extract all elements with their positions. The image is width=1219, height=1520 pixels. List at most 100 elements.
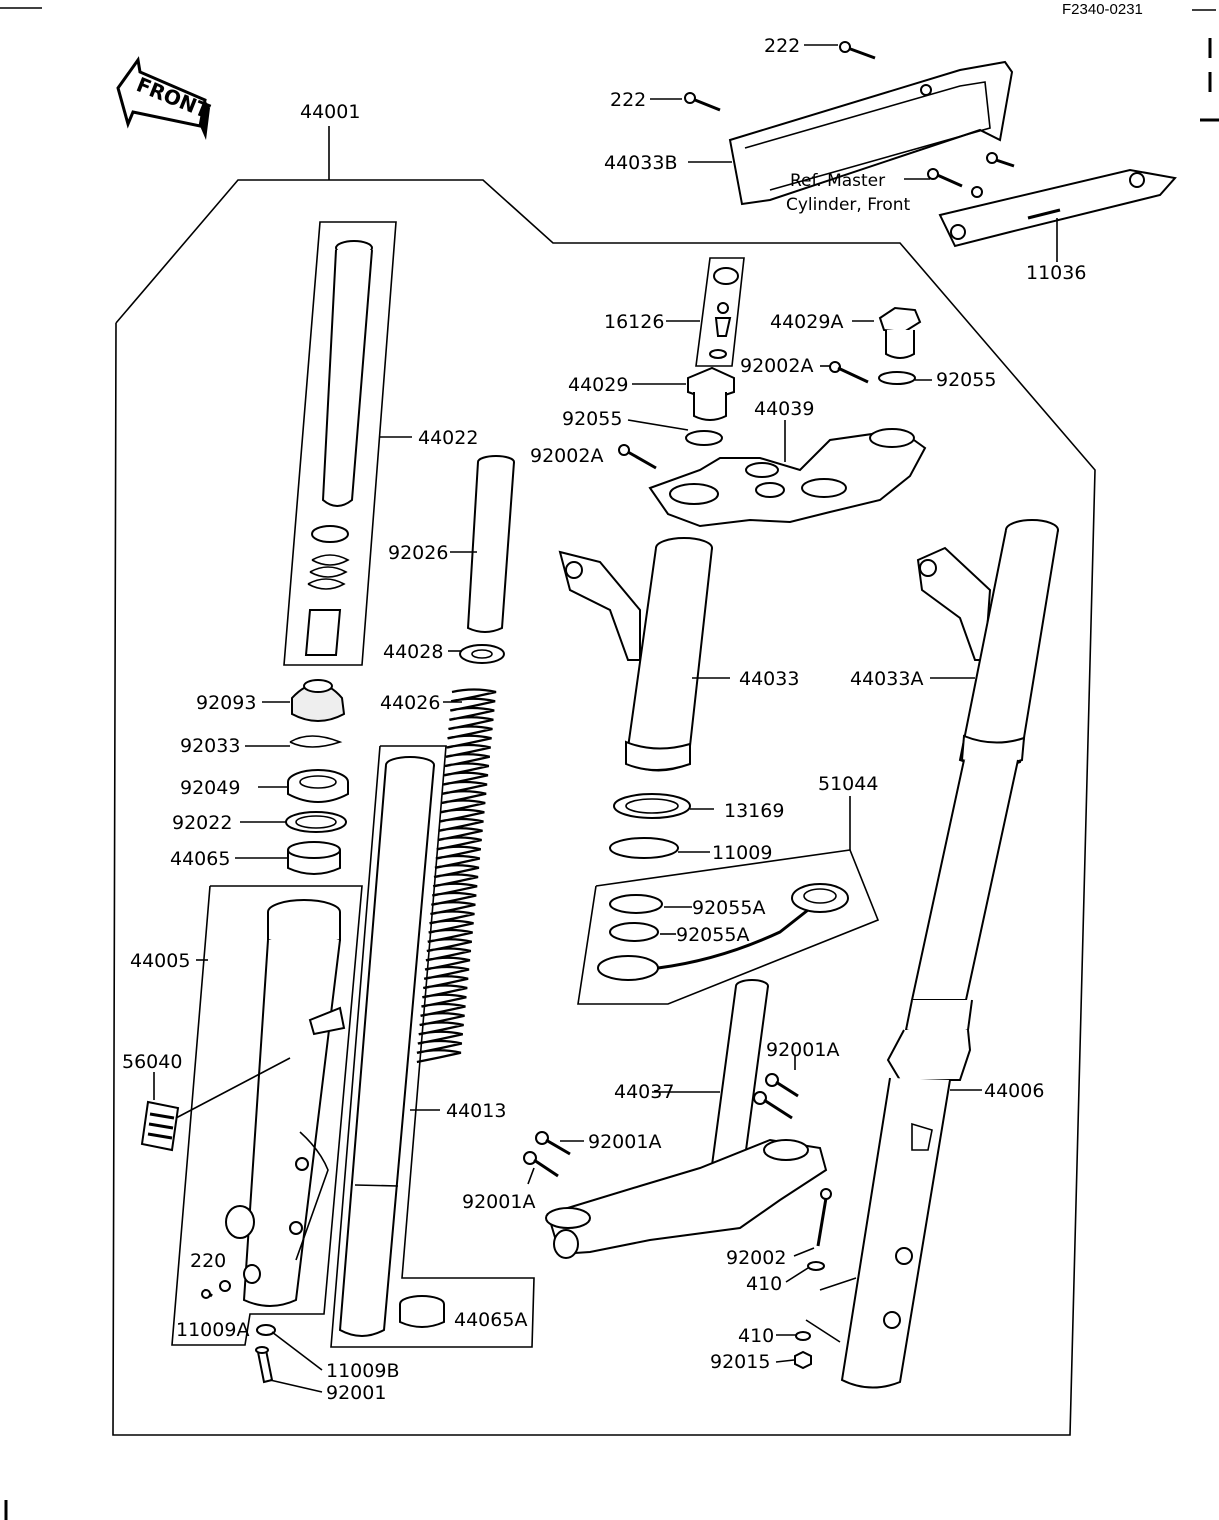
- label-44013: 44013: [446, 1100, 506, 1122]
- label-44022: 44022: [418, 427, 478, 449]
- label-92002A-right: 92002A: [740, 355, 813, 377]
- part-92033-retaining-ring: [289, 735, 343, 748]
- label-92055-left: 92055: [562, 408, 622, 430]
- group-44013-outline: [330, 745, 535, 1348]
- label-44033B: 44033B: [604, 152, 677, 174]
- part-44065-bushing: [287, 841, 341, 875]
- label-92055-right: 92055: [936, 369, 996, 391]
- leader: [775, 1359, 795, 1363]
- label-44001: 44001: [300, 101, 360, 123]
- label-44065: 44065: [170, 848, 230, 870]
- label-410-upper: 410: [746, 1273, 782, 1295]
- label-92055A-2: 92055A: [676, 924, 749, 946]
- part-16126-air-valve: [709, 267, 739, 359]
- label-44065A: 44065A: [454, 1309, 527, 1331]
- label-13169: 13169: [724, 800, 784, 822]
- group-51044-outline: [577, 849, 880, 1005]
- part-44029-cap: [687, 366, 735, 421]
- part-220-screw: [201, 1280, 231, 1299]
- label-56040: 56040: [122, 1051, 182, 1073]
- label-51044: 51044: [818, 773, 878, 795]
- leader: [785, 1267, 809, 1283]
- label-44006: 44006: [984, 1080, 1044, 1102]
- leader: [527, 1167, 535, 1185]
- part-44022-damper-rod: [304, 240, 373, 656]
- group-16126-outline: [695, 257, 745, 367]
- label-92055A-1: 92055A: [692, 897, 765, 919]
- part-44028-seat: [459, 644, 505, 664]
- label-92049: 92049: [180, 777, 240, 799]
- label-44026: 44026: [380, 692, 440, 714]
- part-44033A-fork-top-right: [916, 519, 1059, 768]
- part-92002-410-92015-hardware: [794, 1188, 832, 1370]
- label-222-top: 222: [764, 35, 800, 57]
- spring-coils: [416, 688, 497, 1064]
- part-11009-gasket: [609, 837, 679, 859]
- label-44033A: 44033A: [850, 668, 923, 690]
- label-44029: 44029: [568, 374, 628, 396]
- assembly-44001-outline: [112, 179, 1096, 1436]
- part-92002A-bolt-left: [618, 444, 657, 470]
- part-44026-spring: [416, 688, 497, 1064]
- part-13169-ring: [613, 793, 691, 819]
- part-44033-fork-top-left: [558, 537, 713, 772]
- label-11009B: 11009B: [326, 1360, 399, 1382]
- leader: [819, 1277, 857, 1291]
- label-92001A-left: 92001A: [462, 1191, 535, 1213]
- label-92002: 92002: [726, 1247, 786, 1269]
- label-92001: 92001: [326, 1382, 386, 1404]
- part-44039-upper-bracket: [648, 428, 927, 528]
- label-11009: 11009: [712, 842, 772, 864]
- part-51044-brake-hose: [597, 883, 849, 981]
- part-92001A-bolts: [523, 1073, 799, 1178]
- label-44005: 44005: [130, 950, 190, 972]
- part-44013-inner-tube: [338, 756, 435, 1337]
- leader: [175, 1057, 291, 1119]
- label-44033: 44033: [739, 668, 799, 690]
- label-11009A: 11009A: [176, 1319, 249, 1341]
- part-92049-oil-seal: [287, 769, 349, 803]
- drawing-code: F2340-0231: [1062, 1, 1143, 18]
- group-44022-outline: [283, 221, 397, 666]
- label-44028: 44028: [383, 641, 443, 663]
- part-92022-washer: [285, 811, 347, 833]
- part-92002A-bolt-right: [829, 361, 869, 384]
- part-44033B-handlebar: [684, 41, 1014, 206]
- label-220: 220: [190, 1250, 226, 1272]
- part-92093-dust-seal: [291, 679, 346, 722]
- label-44029A: 44029A: [770, 311, 843, 333]
- front-arrow-icon: FRONT: [116, 56, 213, 140]
- leader: [805, 1319, 841, 1343]
- part-11036-bracket: [927, 152, 1177, 248]
- label-92026: 92026: [388, 542, 448, 564]
- leader: [271, 1331, 323, 1371]
- part-56040-label-plate: [140, 1100, 180, 1152]
- label-222-second: 222: [610, 89, 646, 111]
- part-92026-spacer: [466, 455, 515, 633]
- ref-note-line1: Ref. Master: [790, 171, 885, 191]
- part-44029A-cap-bolt: [878, 306, 922, 359]
- label-92033: 92033: [180, 735, 240, 757]
- part-11009B-92001-drain: [255, 1324, 276, 1384]
- part-44065A-bushing: [399, 1295, 445, 1328]
- leader: [269, 1379, 323, 1393]
- part-92055-oring-left: [685, 430, 723, 446]
- label-92093: 92093: [196, 692, 256, 714]
- part-44006-outer-tube-right: [840, 759, 1019, 1389]
- label-44039: 44039: [754, 398, 814, 420]
- label-92015: 92015: [710, 1351, 770, 1373]
- group-44005-outline: [171, 885, 363, 1346]
- label-92001A-right: 92001A: [766, 1039, 839, 1061]
- ref-note-line2: Cylinder, Front: [786, 195, 911, 215]
- part-92055-oring-right: [878, 371, 916, 385]
- label-92022: 92022: [172, 812, 232, 834]
- label-92002A-left: 92002A: [530, 445, 603, 467]
- label-11036: 11036: [1026, 262, 1086, 284]
- part-44037-steering-stem: [545, 979, 828, 1259]
- label-410-lower: 410: [738, 1325, 774, 1347]
- leader: [627, 419, 689, 431]
- label-44037: 44037: [614, 1081, 674, 1103]
- leader: [793, 1247, 815, 1257]
- label-92001A-middle: 92001A: [588, 1131, 661, 1153]
